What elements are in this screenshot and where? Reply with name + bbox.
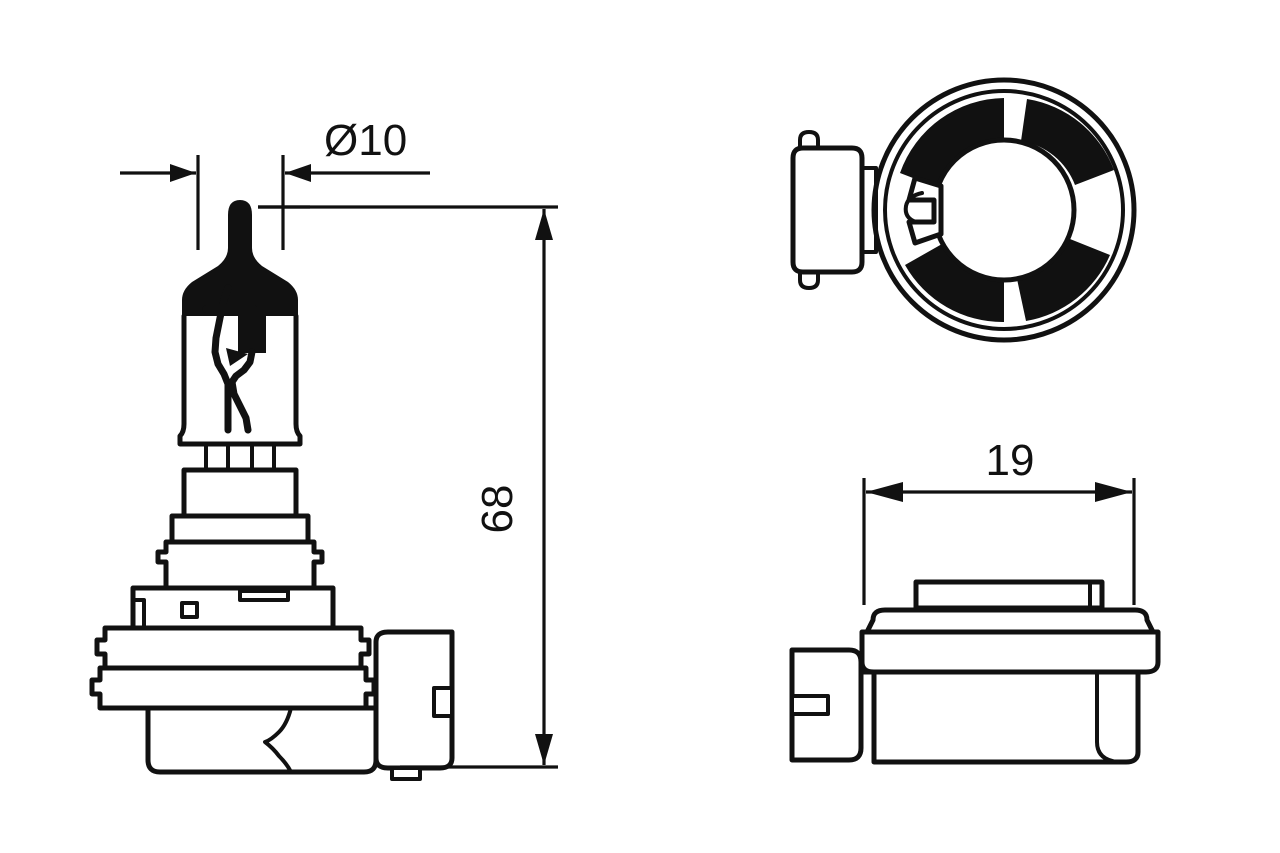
length-dimension-label: 68: [473, 485, 522, 534]
arrow-right-icon: [1095, 482, 1132, 502]
arrow-right-icon: [170, 164, 196, 182]
connector-bottom-tab: [390, 766, 422, 781]
base-pin-supports: [204, 442, 276, 472]
axial-tab-top-hook: [798, 130, 820, 150]
arrow-down-icon: [535, 734, 553, 765]
side-tapered-shoulder: [864, 607, 1156, 635]
base-barrel: [145, 705, 379, 775]
side-barrel-edge: [1095, 670, 1120, 764]
side-top-plate: [913, 579, 1105, 611]
arrow-up-icon: [535, 209, 553, 240]
side-barrel: [859, 669, 1141, 765]
base-collar-step-3: [155, 539, 325, 591]
front-elevation-view: [89, 200, 455, 781]
dimension-length-group: 68: [258, 205, 558, 769]
axial-tab-neck: [860, 166, 878, 254]
connector-notch: [432, 686, 454, 718]
side-elevation-view: [789, 579, 1161, 765]
axial-outer-inner-circle: [883, 89, 1125, 331]
side-connector-notch: [790, 694, 830, 716]
side-flange-ring: [859, 629, 1161, 675]
dimension-diameter-group: Ø10: [120, 116, 430, 250]
diameter-dimension-label: Ø10: [324, 116, 407, 165]
base-connector-block: [373, 629, 455, 781]
base-flange-plate: [130, 585, 336, 631]
axial-tab-bottom-hook: [798, 270, 820, 290]
base-collar-step-1: [181, 467, 299, 519]
glass-envelope-black-tip: [182, 200, 298, 316]
glass-envelope-body: [177, 313, 303, 447]
filament-support-block: [238, 307, 266, 353]
filament-arrow-detail: [226, 348, 248, 366]
width-dimension-label: 19: [986, 436, 1035, 485]
axial-keying-notch: [903, 175, 944, 246]
axial-black-segments: [900, 98, 1114, 323]
side-connector-block: [789, 647, 864, 763]
arrow-left-icon: [866, 482, 903, 502]
base-index-square-marker: [180, 601, 199, 619]
filament-assembly: [202, 284, 266, 434]
base-flange-ring-upper: [94, 625, 372, 671]
base-collar-step-2: [169, 513, 311, 545]
base-barrel-seam: [263, 706, 293, 774]
axial-top-view: [790, 77, 1137, 343]
arrow-left-icon: [285, 164, 311, 182]
dimension-width-group: 19: [862, 436, 1136, 605]
axial-connector-tab: [790, 130, 878, 290]
base-flange-ring-lower: [89, 665, 377, 711]
